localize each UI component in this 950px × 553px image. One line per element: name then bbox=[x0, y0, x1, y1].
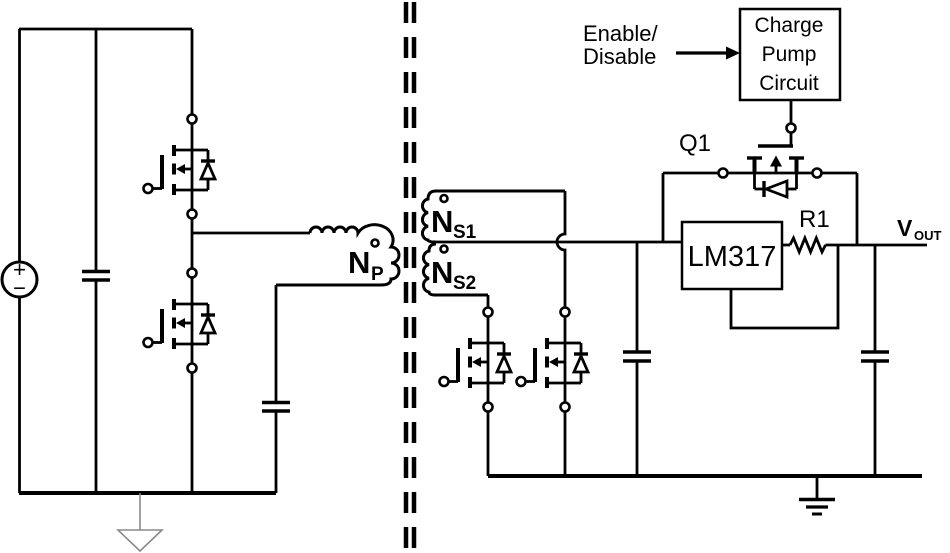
source-minus-sign: − bbox=[13, 276, 26, 301]
q1-left-terminal-icon bbox=[717, 167, 729, 179]
primary-ground-symbol bbox=[116, 493, 164, 553]
secondary-ground-symbol bbox=[799, 476, 835, 516]
q1-gate-terminal-icon bbox=[785, 122, 797, 134]
input-capacitor bbox=[82, 29, 110, 493]
enable-disable-label-2: Disable bbox=[583, 44, 656, 69]
ns1-sublabel: S1 bbox=[453, 222, 477, 243]
isolation-barrier bbox=[403, 2, 417, 552]
winding-dot-icon bbox=[370, 238, 380, 248]
ns1-label: N bbox=[431, 204, 453, 239]
vout-sub-text: OUT bbox=[914, 228, 942, 243]
q1-label: Q1 bbox=[679, 130, 711, 157]
enable-arrow-icon bbox=[676, 46, 740, 60]
winding-dot-icon bbox=[439, 193, 449, 204]
secondary-filter-capacitor bbox=[623, 242, 651, 476]
rectifier-mosfet-right-icon bbox=[514, 305, 590, 414]
secondary-winding-ns2: N S2 bbox=[422, 242, 490, 308]
lm317-box bbox=[680, 220, 784, 291]
highside-mosfet-icon bbox=[141, 112, 217, 221]
charge-pump-block: Charge Pump Circuit Enable/ Disable bbox=[583, 7, 842, 124]
resistor-r1-icon bbox=[788, 234, 827, 256]
winding-dot-icon bbox=[439, 244, 449, 254]
input-dc-source: + − bbox=[0, 27, 192, 493]
output-capacitor bbox=[861, 245, 889, 476]
primary-coil-icon bbox=[276, 223, 401, 287]
ns2-label: N bbox=[431, 255, 453, 290]
lowside-mosfet-icon bbox=[141, 266, 217, 375]
lm317-regulator: LM317 R1 bbox=[680, 206, 927, 330]
chassis-ground-icon bbox=[116, 529, 164, 553]
q1-pass-mosfet: Q1 bbox=[661, 122, 859, 245]
charge-pump-box bbox=[738, 7, 842, 102]
primary-winding: N P bbox=[192, 223, 401, 287]
ns1-coil-icon bbox=[421, 189, 565, 244]
source-plus-sign: + bbox=[13, 257, 26, 282]
q1-body-diode-icon bbox=[762, 178, 789, 200]
vout-main-text: V bbox=[897, 215, 913, 241]
charge-pump-text-2: Pump bbox=[762, 43, 817, 66]
sync-rectifiers bbox=[437, 305, 590, 476]
lm317-label: LM317 bbox=[688, 241, 777, 273]
q1-right-terminal-icon bbox=[811, 167, 823, 179]
adj-feedback-wire bbox=[729, 245, 840, 330]
r1-label: R1 bbox=[799, 206, 830, 233]
primary-winding-sublabel: P bbox=[371, 264, 384, 285]
rectifier-mosfet-left-icon bbox=[437, 305, 513, 414]
primary-half-bridge bbox=[141, 29, 217, 493]
vout-label: V OUT bbox=[897, 215, 942, 243]
charge-pump-text-1: Charge bbox=[755, 14, 824, 37]
secondary-winding-ns1: N S1 bbox=[421, 189, 567, 308]
ns1-to-rectifier-wire bbox=[555, 191, 567, 308]
enable-disable-label-1: Enable/ bbox=[583, 21, 659, 46]
primary-winding-label: N bbox=[348, 245, 370, 280]
ns2-sublabel: S2 bbox=[453, 273, 476, 294]
ns2-coil-icon bbox=[422, 242, 488, 297]
resonant-capacitor bbox=[262, 285, 290, 493]
charge-pump-text-3: Circuit bbox=[759, 72, 819, 95]
